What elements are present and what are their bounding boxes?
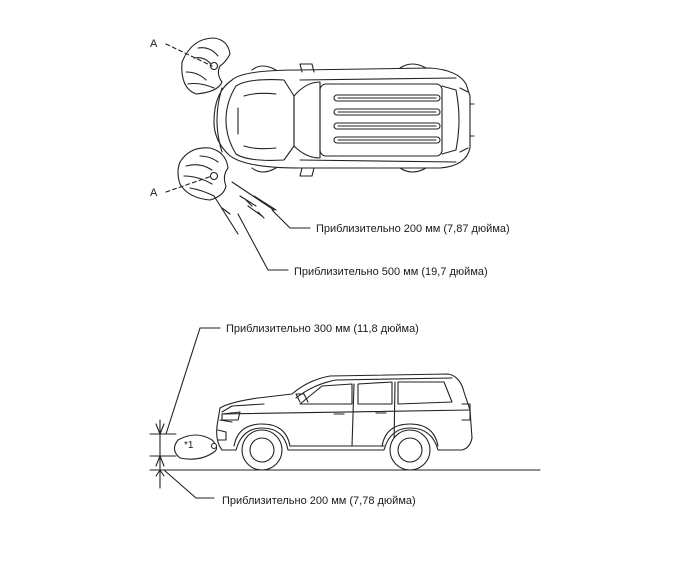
- vehicle-top-view: [213, 63, 475, 177]
- vehicle-side-view: [216, 373, 473, 471]
- sensor-area-label-bottom: A: [150, 187, 158, 199]
- detection-area-side: [173, 434, 218, 460]
- detection-area-bottom: [177, 147, 229, 201]
- side-view-group: [149, 327, 541, 499]
- detection-area-top: [181, 37, 231, 95]
- dimension-label-300mm: Приблизительно 300 мм (11,8 дюйма): [226, 323, 419, 335]
- dimension-label-200mm-bottom: Приблизительно 200 мм (7,78 дюйма): [222, 495, 416, 507]
- dimension-label-500mm: Приблизительно 500 мм (19,7 дюйма): [294, 266, 488, 278]
- dimension-label-200mm-top: Приблизительно 200 мм (7,87 дюйма): [316, 223, 510, 235]
- sensor-area-label-top: A: [150, 38, 158, 50]
- top-view-group: [165, 37, 475, 271]
- callout-label: *1: [184, 440, 194, 451]
